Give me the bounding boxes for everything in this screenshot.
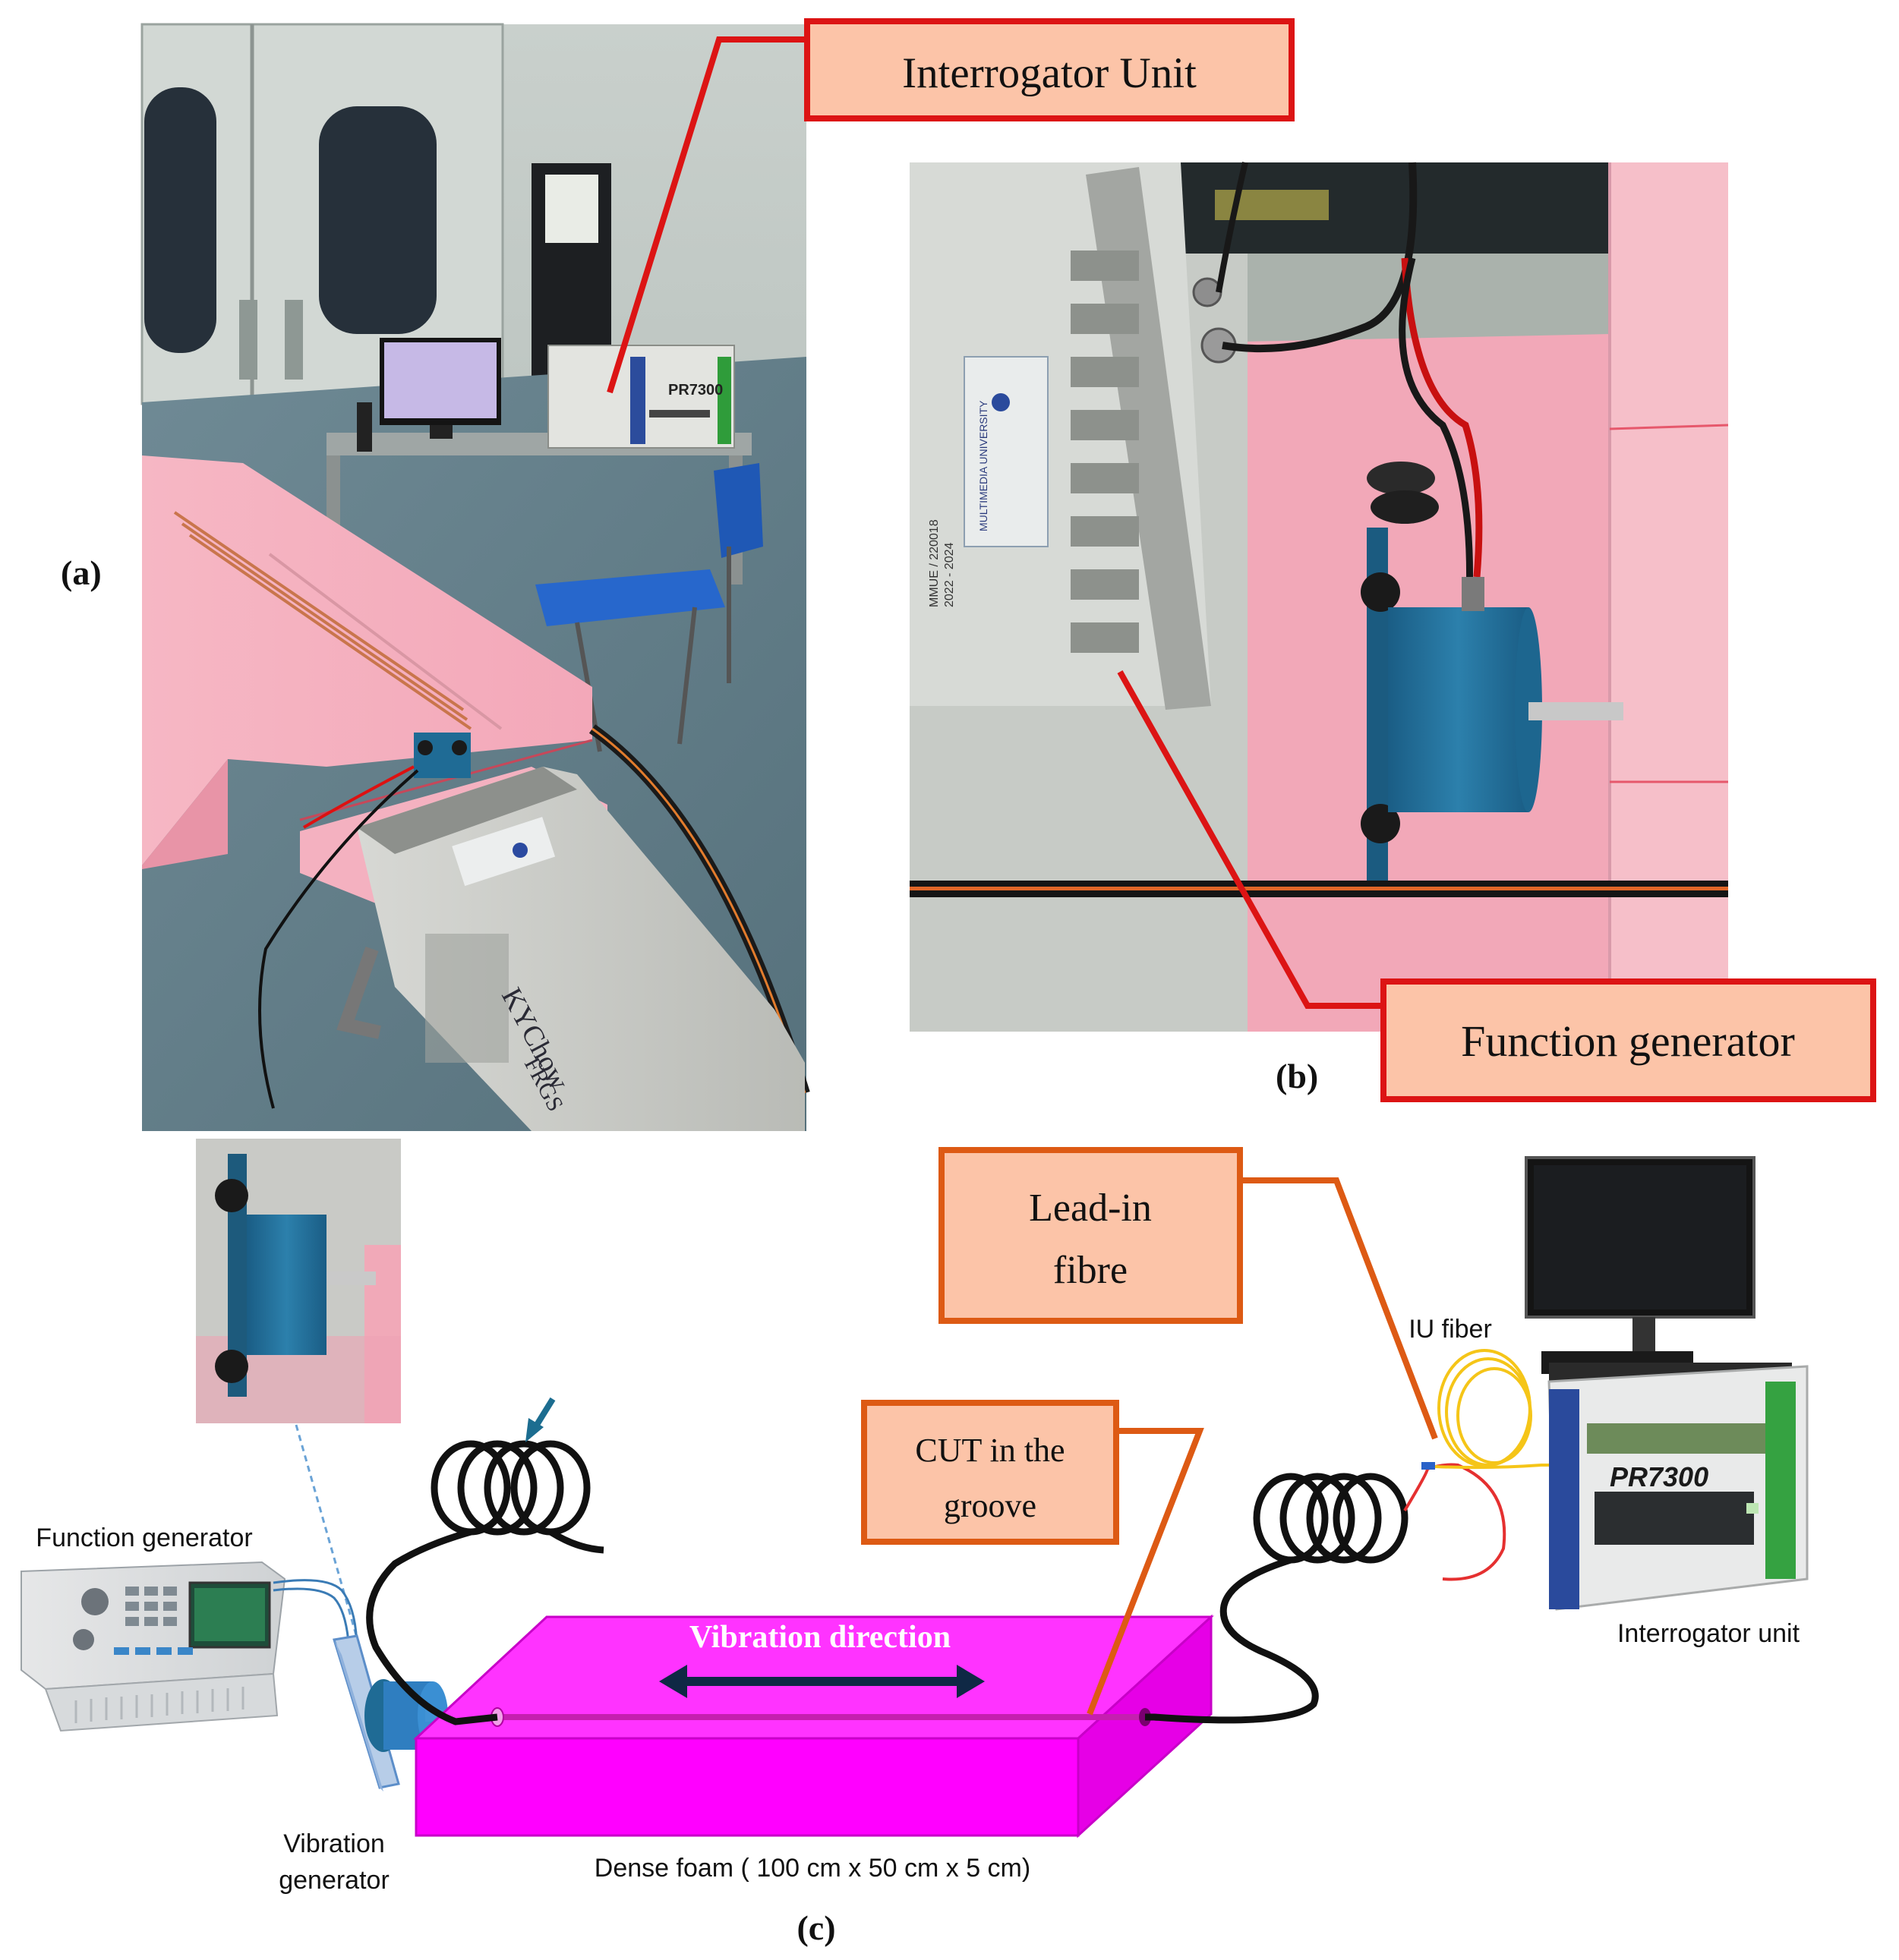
coil-pointer-arrow [525,1397,556,1442]
function-generator-c-label: Function generator [36,1524,252,1552]
photo-b: MULTIMEDIA UNIVERSITY MMUE / 220018 2022… [910,162,1729,1032]
lead-in-line2: fibre [1053,1249,1128,1292]
callout-function-generator-b: Function generator [1117,670,1876,1102]
cut-line1: CUT in the [915,1432,1065,1469]
inset-link-line [295,1424,362,1652]
inset-vibration-generator-photo [196,1139,401,1423]
signal-wire-1 [273,1579,358,1652]
interrogator-unit-a-text: Interrogator Unit [902,49,1197,97]
asset-years: 2022 - 2024 [943,542,956,607]
callout-interrogator-unit-a: Interrogator Unit [607,18,1295,394]
lead-in-line1: Lead-in [1029,1186,1152,1230]
pr7300-label-a: PR7300 [668,382,723,399]
callout-cut-in-groove: CUT in the groove [861,1400,1204,1716]
red-patch-cord [1403,1463,1506,1581]
cut-line2: groove [944,1487,1036,1524]
function-generator-instrument [21,1561,286,1732]
photo-a: PR7300 KYChow FRGS [140,23,810,1131]
signal-wire-2 [273,1587,351,1656]
callout-lead-in-fibre: Lead-in fibre [938,1147,1438,1440]
pr7300-label-c: PR7300 [1610,1461,1708,1492]
interrogator-unit-c-label: Interrogator unit [1617,1619,1800,1648]
panel-label-c: (c) [797,1908,835,1947]
generator-ribs [1071,251,1139,653]
interrogator-unit-c-image: PR7300 [1525,1156,1809,1611]
dense-foam-label: Dense foam ( 100 cm x 50 cm x 5 cm) [595,1854,1030,1883]
vibration-direction-label: Vibration direction [689,1620,951,1655]
iu-fiber-label: IU fiber [1408,1315,1492,1344]
left-fiber-coil [366,1440,604,1725]
university-sticker-text: MULTIMEDIA UNIVERSITY [977,400,989,531]
function-generator-b-text: Function generator [1461,1016,1795,1066]
right-fiber-coil [1145,1473,1408,1724]
panel-label-b: (b) [1276,1057,1318,1095]
vibration-direction-arrow [659,1665,985,1698]
vibration-generator-line2: generator [279,1866,390,1895]
vibration-generator-line1: Vibration [283,1829,385,1858]
fiber-connector [1421,1462,1435,1470]
asset-code: MMUE / 220018 [928,519,941,607]
iu-fiber-loops [1434,1349,1549,1470]
panel-label-a: (a) [61,553,102,592]
